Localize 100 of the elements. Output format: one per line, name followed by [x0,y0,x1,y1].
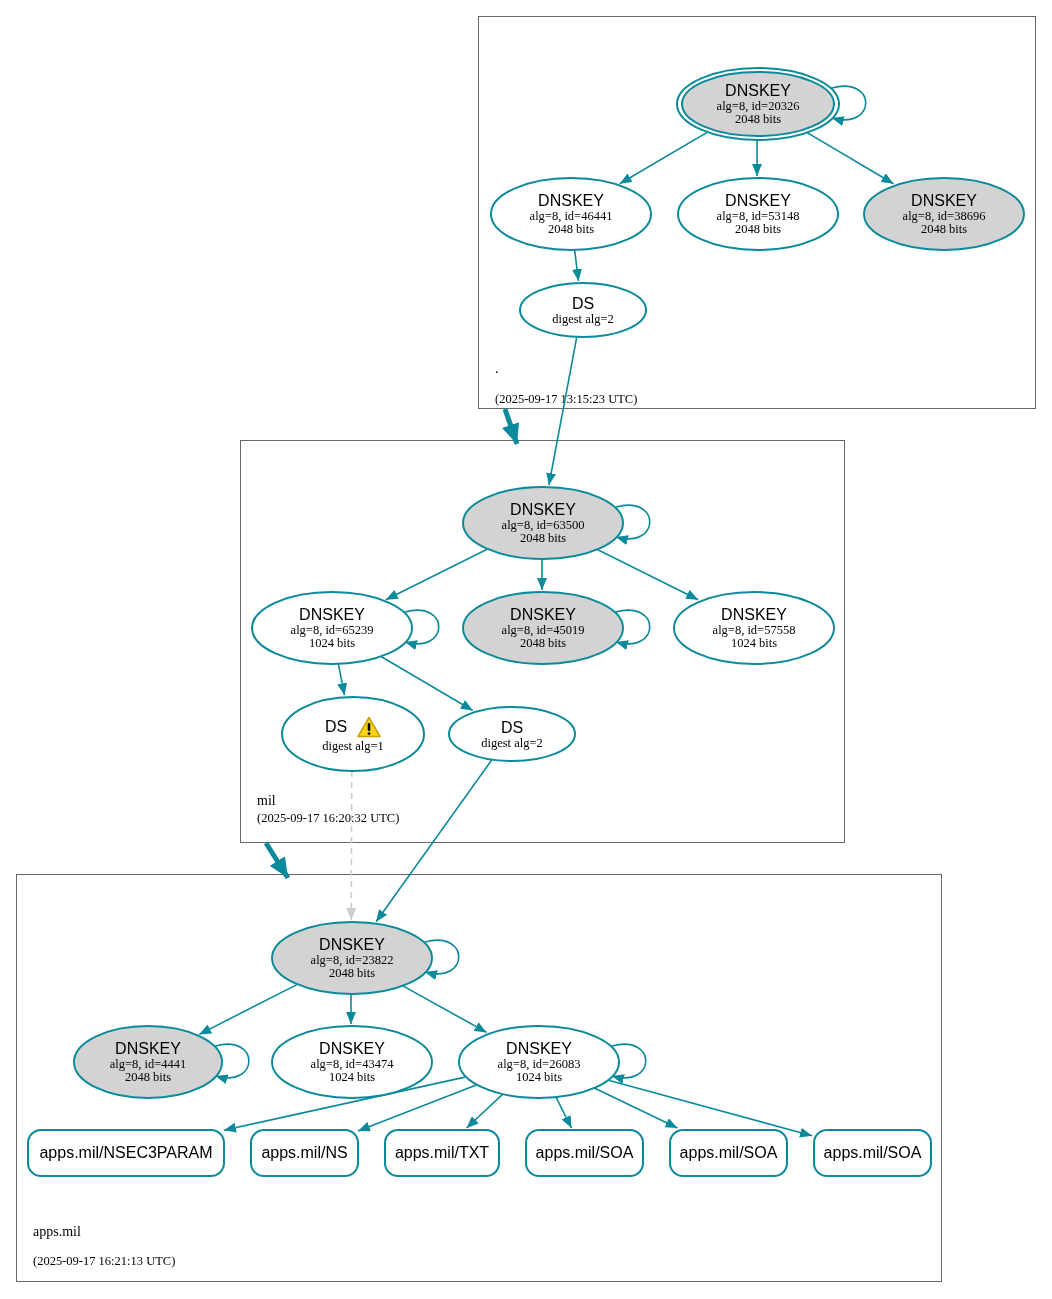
arrow [375,758,493,923]
rrset-box [525,1129,644,1177]
rrset-name: apps.mil/NS [261,1144,348,1162]
key-size: 2048 bits [734,113,782,126]
key-size: 2048 bits [328,967,376,980]
record-details: alg=8, id=57558 [712,624,796,637]
record-type: DNSKEY [510,606,576,624]
key-ellipse [673,591,835,665]
record-details: digest alg=2 [481,736,543,750]
arrow [357,1084,478,1132]
arrow [615,504,651,544]
arrow [555,1096,573,1129]
arrow [346,993,356,1025]
key-size: 2048 bits [519,532,567,545]
arrow [502,408,520,445]
key-ellipse [676,67,840,141]
record-details: alg=8, id=38696 [902,210,986,223]
record-details: alg=8, id=53148 [716,210,800,223]
record-details: digest alg=1 [322,739,384,753]
record-type: DS [324,717,348,736]
key-size: 1024 bits [730,637,778,650]
arrow [214,1043,250,1083]
key-ellipse [490,177,652,251]
record-type: DS [571,294,595,313]
key-size: 2048 bits [920,223,968,236]
record-type: DNSKEY [299,606,365,624]
key-size: 1024 bits [515,1071,563,1084]
rrset-box [384,1129,500,1177]
record-details: alg=8, id=4441 [109,1058,187,1071]
arrow [611,1043,647,1083]
key-ellipse [462,591,624,665]
arrow [223,1076,466,1133]
record-type: DNSKEY [538,192,604,210]
arrow [346,770,357,921]
rrset-name: apps.mil/TXT [394,1144,490,1162]
key-ellipse [271,921,433,995]
record-type: DNSKEY [319,936,385,954]
ds-ellipse [519,282,647,338]
record-type: DNSKEY [725,82,791,100]
key-ellipse [677,177,839,251]
arrow [385,548,488,601]
arrow [379,655,474,712]
record-details: alg=8, id=45019 [501,624,585,637]
record-type: DNSKEY [506,1040,572,1058]
arrow [537,558,547,591]
rrset-name: apps.mil/NSEC3PARAM [39,1144,213,1162]
arrow [615,609,651,649]
record-type: DNSKEY [721,606,787,624]
record-type: DNSKEY [510,501,576,519]
key-size: 2048 bits [734,223,782,236]
key-size: 1024 bits [308,637,356,650]
ds-ellipse [448,706,576,762]
arrow [263,841,291,880]
arrow [752,139,762,177]
ds-ellipse [281,696,425,772]
rrset-name: apps.mil/SOA [823,1144,922,1162]
record-details: alg=8, id=63500 [501,519,585,532]
arrow [424,939,460,979]
rrset-box [813,1129,932,1177]
arrow [596,548,699,601]
record-details: alg=8, id=65239 [290,624,374,637]
arrow [593,1087,679,1129]
arrow [572,249,582,282]
rrset-name: apps.mil/SOA [535,1144,634,1162]
key-ellipse [462,486,624,560]
arrow [805,131,895,185]
arrow [831,85,867,125]
arrow [198,983,298,1036]
record-type: DS [500,718,524,737]
key-size: 2048 bits [519,637,567,650]
arrow [337,663,348,696]
arrow [606,1079,813,1138]
record-details: alg=8, id=26083 [497,1058,581,1071]
arrow [546,336,578,486]
zone-box [240,440,845,843]
arrow [618,131,708,185]
zone-name: mil [257,793,276,809]
record-details: alg=8, id=23822 [310,954,394,967]
record-type: DNSKEY [725,192,791,210]
record-type: DNSKEY [319,1040,385,1058]
record-type: DNSKEY [911,192,977,210]
key-size: 2048 bits [547,223,595,236]
rrset-box [669,1129,788,1177]
arrow [465,1093,504,1129]
record-details: alg=8, id=46441 [529,210,613,223]
zone-name: . [495,361,499,377]
timestamp: (2025-09-17 16:21:13 UTC) [33,1254,176,1269]
key-size: 2048 bits [124,1071,172,1084]
key-ellipse [271,1025,433,1099]
key-ellipse [251,591,413,665]
rrset-name: apps.mil/SOA [679,1144,778,1162]
timestamp: (2025-09-17 16:20:32 UTC) [257,811,400,826]
key-ellipse [458,1025,620,1099]
record-details: digest alg=2 [552,312,614,326]
zone-box [16,874,942,1282]
key-ellipse [73,1025,223,1099]
key-size: 1024 bits [328,1071,376,1084]
record-type: DNSKEY [115,1040,181,1058]
record-details: alg=8, id=43474 [310,1058,394,1071]
rrset-box [27,1129,225,1177]
